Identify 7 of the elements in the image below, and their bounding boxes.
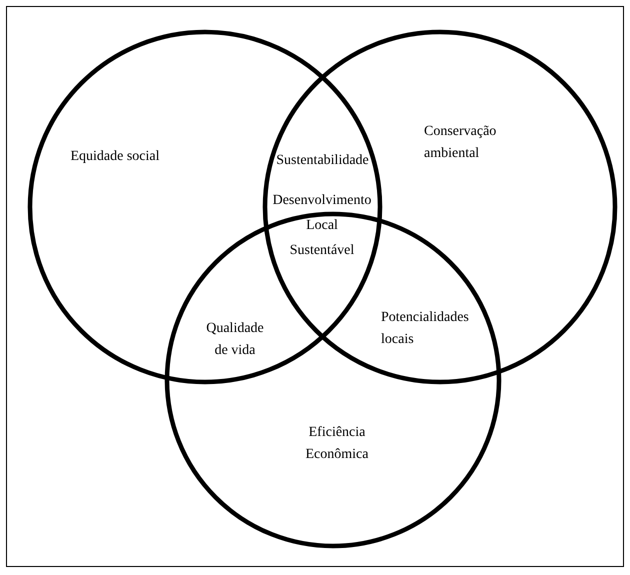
overlap-label: Sustentabilidade: [275, 152, 370, 170]
overlap-label: Desenvolvimento Local Sustentável: [272, 192, 372, 260]
overlap-label: Potencialidades locais: [381, 309, 470, 349]
circle-label: Equidade social: [69, 148, 161, 166]
circle-label: Eficiência Econômica: [304, 424, 370, 464]
overlap-label: Qualidade de vida: [205, 320, 265, 360]
circle-label: Conservação ambiental: [424, 123, 498, 163]
